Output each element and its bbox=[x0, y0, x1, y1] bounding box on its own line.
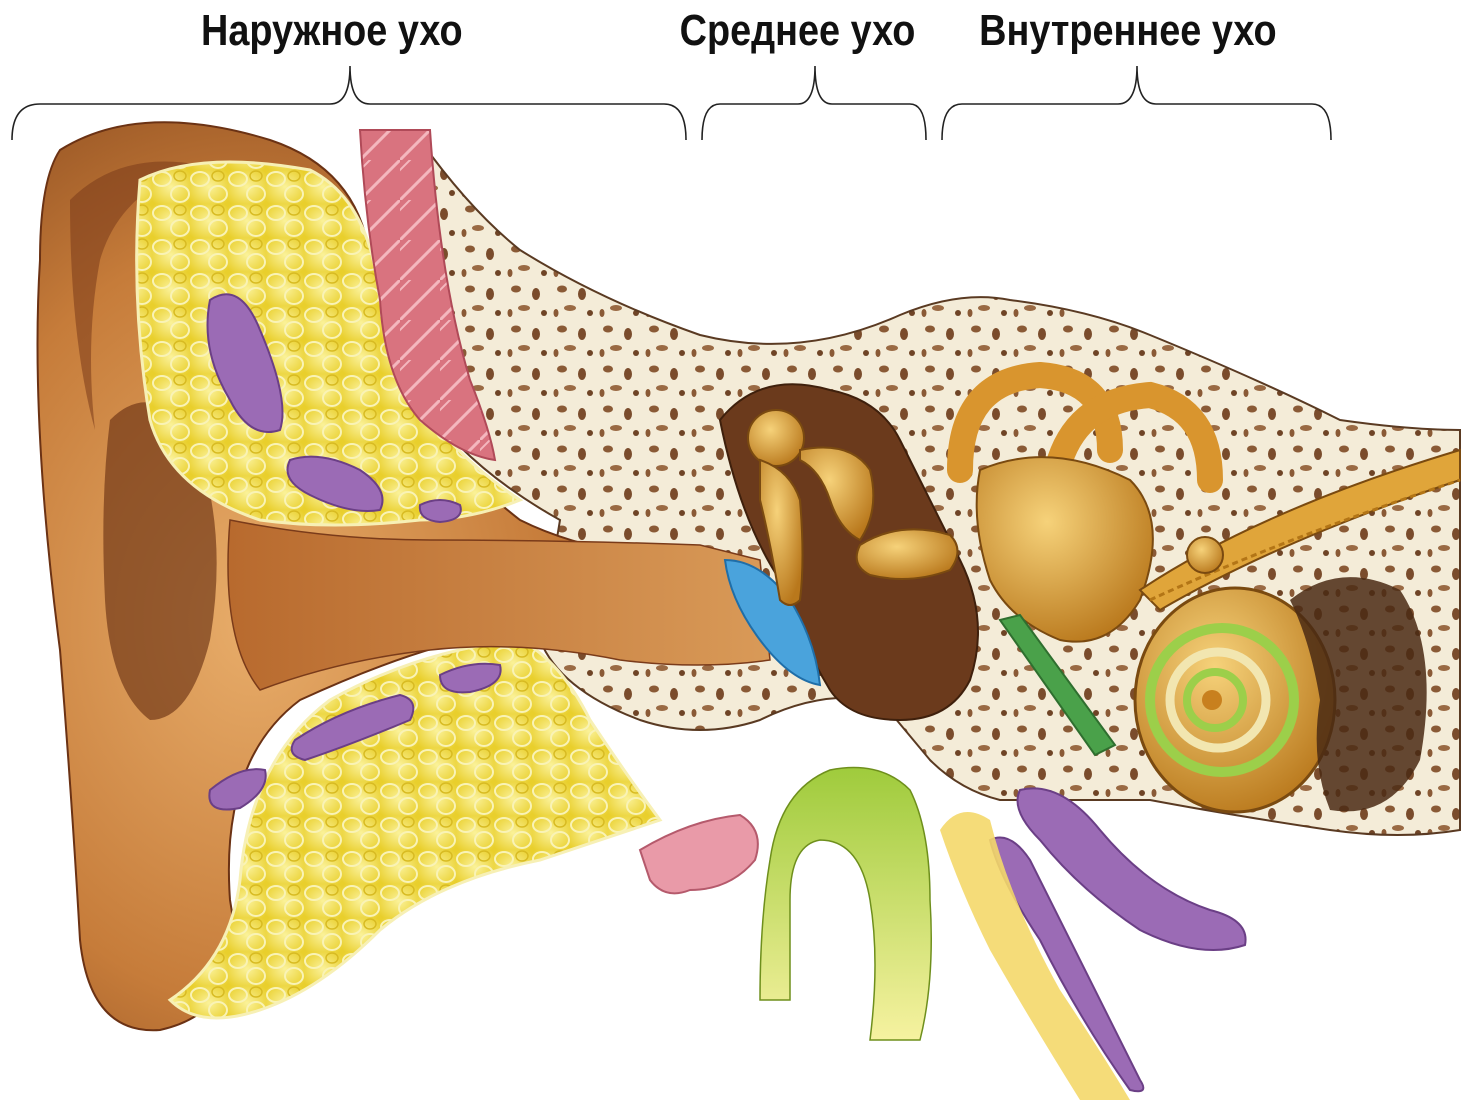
middle-ear-bracket bbox=[702, 66, 926, 140]
pink-cartilage bbox=[640, 815, 758, 893]
malleus-head bbox=[748, 410, 804, 466]
eustachian-tube bbox=[760, 768, 931, 1041]
cochlea-apex bbox=[1202, 690, 1222, 710]
inner-ear-bracket bbox=[942, 66, 1331, 140]
